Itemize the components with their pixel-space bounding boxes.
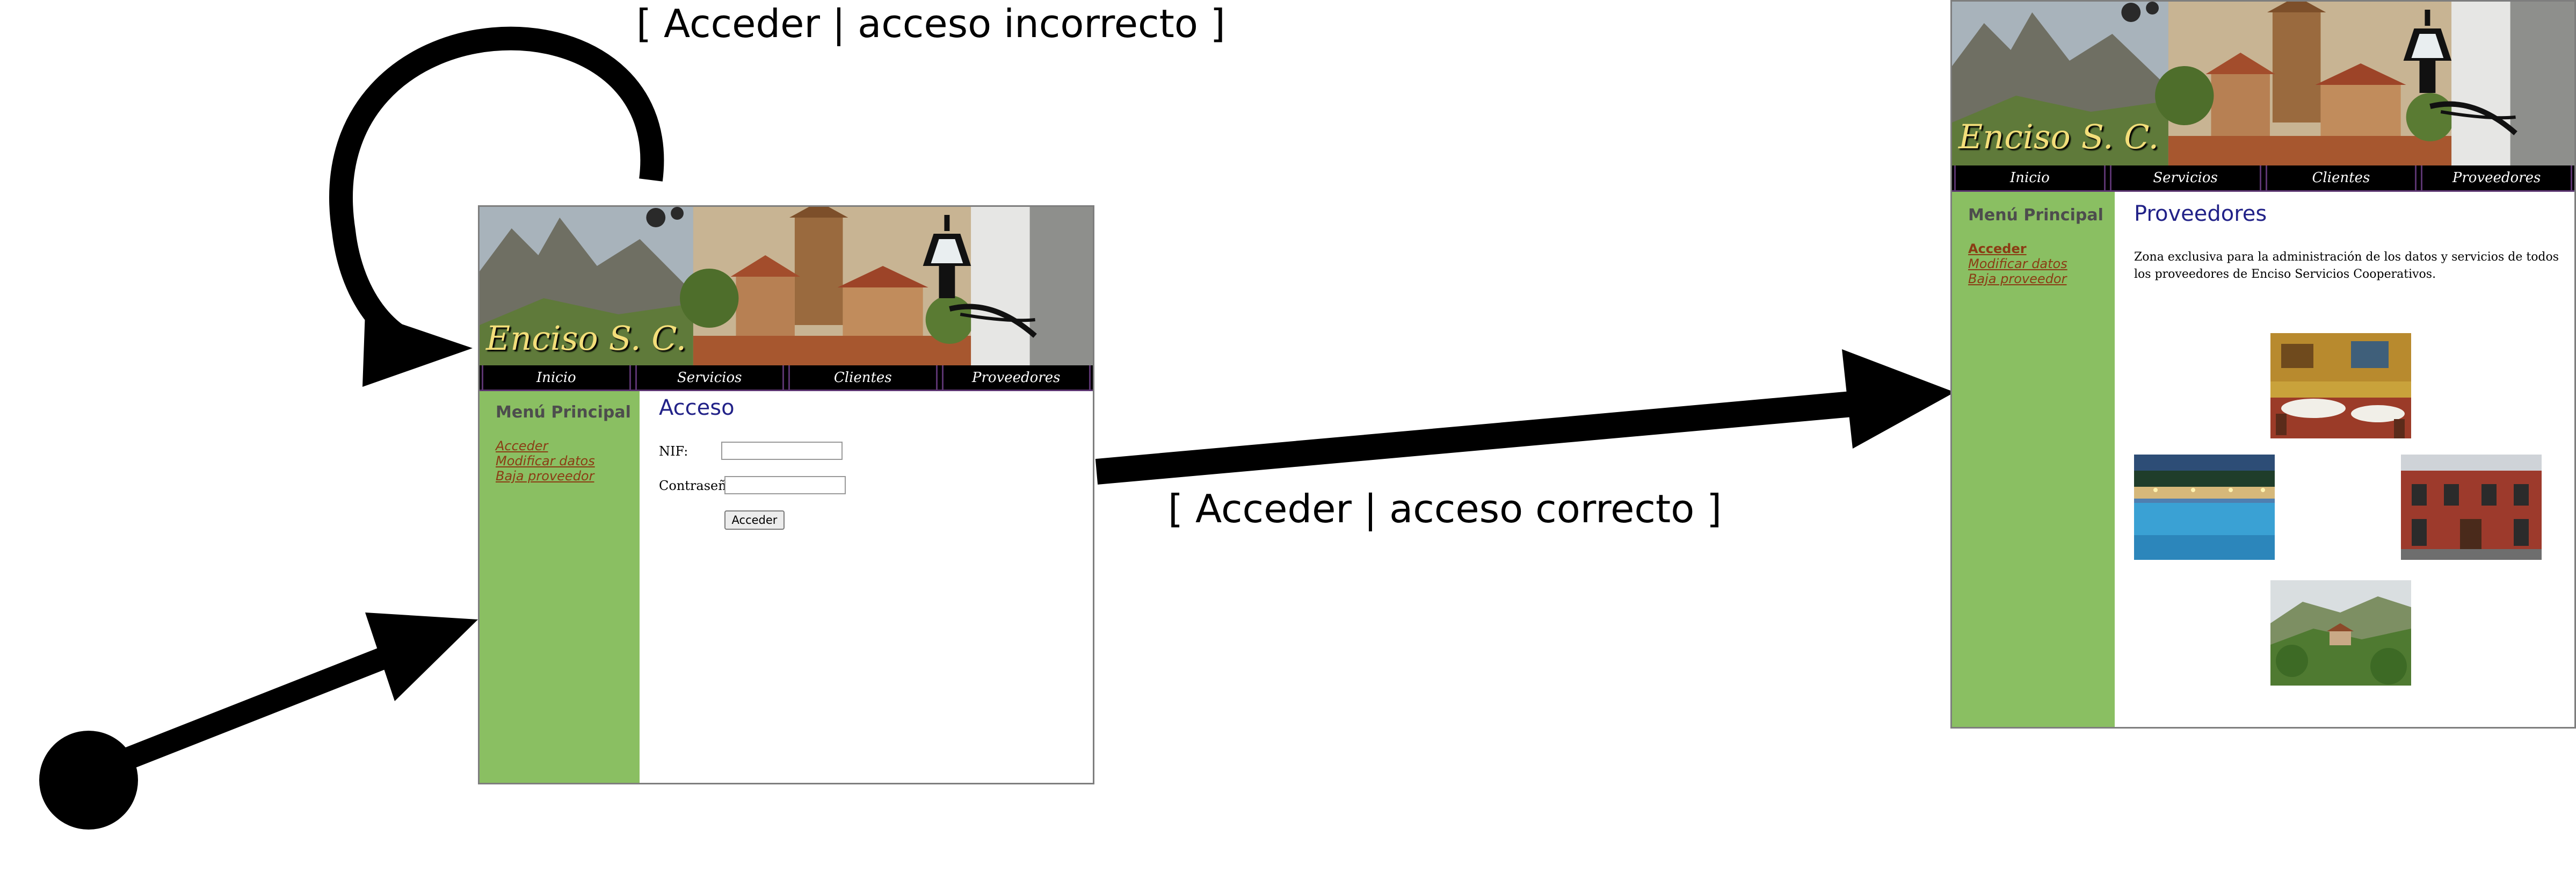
page-title: Acceso xyxy=(659,395,735,420)
nav-clientes[interactable]: Clientes xyxy=(2265,165,2417,190)
self-loop-arrowhead xyxy=(362,312,473,387)
restaurant-photo xyxy=(2270,333,2411,438)
nav-proveedores[interactable]: Proveedores xyxy=(941,365,1091,390)
providers-page-mockup: Enciso S. C. Inicio Servicios Clientes P… xyxy=(1950,0,2576,729)
brand-logo: Enciso S. C. xyxy=(1958,117,2159,156)
password-field[interactable] xyxy=(724,476,846,494)
nav-proveedores[interactable]: Proveedores xyxy=(2421,165,2572,190)
nav-inicio[interactable]: Inicio xyxy=(482,365,631,390)
intro-text: Zona exclusiva para la administración de… xyxy=(2134,250,2559,281)
nif-field[interactable] xyxy=(721,442,843,460)
nav-clientes[interactable]: Clientes xyxy=(788,365,938,390)
success-arrowhead xyxy=(1842,349,1955,449)
sidebar-item-baja-proveedor[interactable]: Baja proveedor xyxy=(496,469,594,484)
sidebar-item-acceder[interactable]: Acceder xyxy=(1968,241,2027,256)
sidebar-item-modificar-datos[interactable]: Modificar datos xyxy=(1968,256,2067,271)
login-page-mockup: Enciso S. C. Inicio Servicios Clientes P… xyxy=(478,205,1094,784)
nif-label: NIF: xyxy=(659,444,688,459)
nav-servicios[interactable]: Servicios xyxy=(635,365,784,390)
sidebar-title: Menú Principal xyxy=(1968,206,2103,225)
header-banner: Enciso S. C. xyxy=(480,207,1093,365)
landscape-image xyxy=(480,207,1093,365)
sidebar-menu: Acceder Modificar datos Baja proveedor xyxy=(496,438,595,484)
acceder-button[interactable]: Acceder xyxy=(724,510,785,530)
nav-servicios[interactable]: Servicios xyxy=(2109,165,2261,190)
success-transition-label: [ Acceder | acceso correcto ] xyxy=(1168,486,1722,531)
top-navigation: Inicio Servicios Clientes Proveedores xyxy=(1952,165,2574,192)
self-loop-arrow xyxy=(329,26,664,361)
brand-logo: Enciso S. C. xyxy=(486,319,687,358)
page-title: Proveedores xyxy=(2134,201,2267,226)
landscape-image xyxy=(1952,2,2574,165)
main-content: Acceso NIF: Contraseña: Acceder xyxy=(640,391,1093,783)
sidebar-item-modificar-datos[interactable]: Modificar datos xyxy=(496,453,595,469)
self-loop-label: [ Acceder | acceso incorrecto ] xyxy=(636,1,1225,46)
success-transition-arrow xyxy=(1095,386,1913,485)
initial-arrowhead xyxy=(365,612,478,701)
header-banner: Enciso S. C. xyxy=(1952,2,2574,165)
nav-inicio[interactable]: Inicio xyxy=(1954,165,2106,190)
initial-state-node xyxy=(39,731,138,830)
sidebar: Menú Principal Acceder Modificar datos B… xyxy=(1952,192,2115,727)
sidebar: Menú Principal Acceder Modificar datos B… xyxy=(480,391,640,783)
top-navigation: Inicio Servicios Clientes Proveedores xyxy=(480,365,1093,391)
sidebar-menu: Acceder Modificar datos Baja proveedor xyxy=(1968,241,2067,286)
valley-photo xyxy=(2270,580,2411,686)
sidebar-item-acceder[interactable]: Acceder xyxy=(496,438,548,453)
building-photo xyxy=(2401,455,2542,560)
pool-photo xyxy=(2134,455,2275,560)
sidebar-title: Menú Principal xyxy=(496,403,631,422)
main-content: Proveedores Zona exclusiva para la admin… xyxy=(2115,192,2574,727)
sidebar-item-baja-proveedor[interactable]: Baja proveedor xyxy=(1968,271,2067,286)
